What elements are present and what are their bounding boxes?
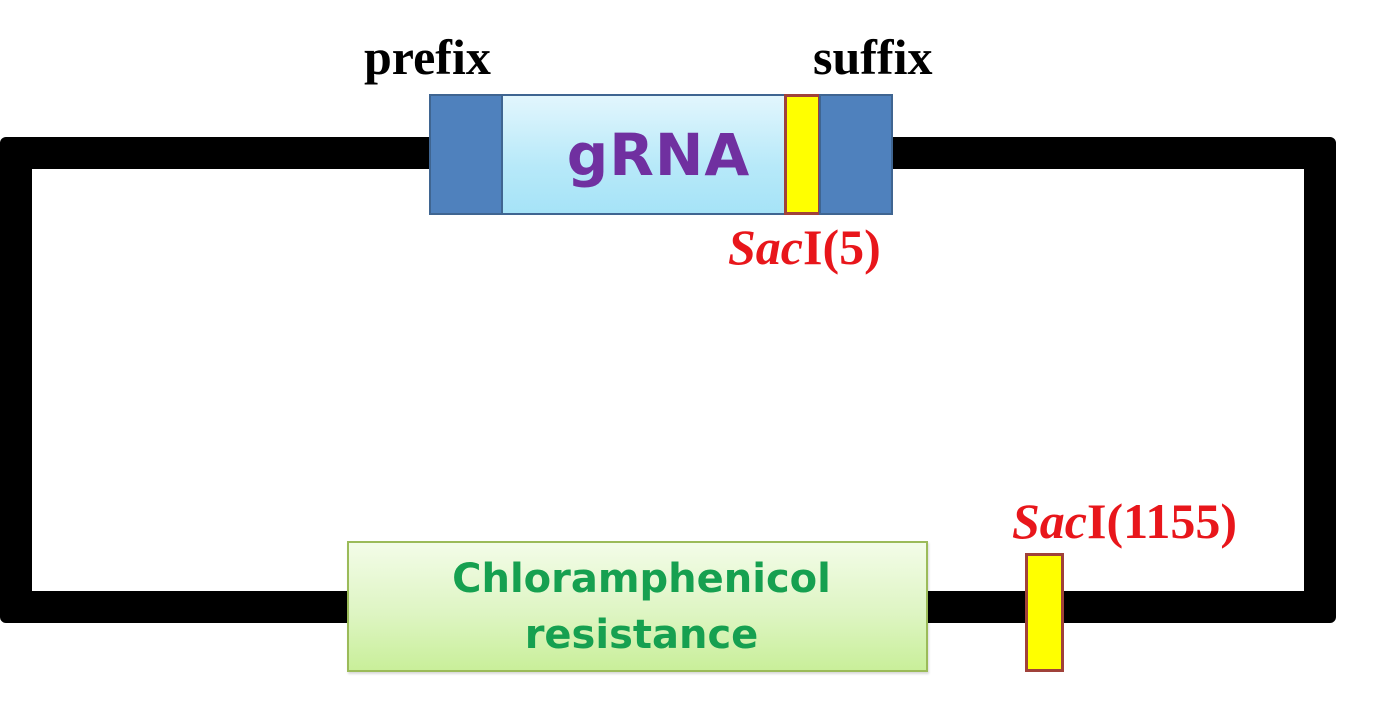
enzyme-name-suffix: I [1087, 493, 1107, 549]
saci-site-5-marker [784, 94, 821, 215]
suffix-block [819, 94, 893, 215]
saci-site-5-label: SacI(5) [728, 222, 881, 272]
saci-site-1155-marker [1025, 553, 1064, 672]
grna-label: gRNA [566, 120, 751, 189]
site-position: (1155) [1106, 493, 1238, 549]
suffix-label: suffix [813, 29, 933, 85]
enzyme-name-suffix: I [803, 219, 823, 275]
prefix-block [429, 94, 503, 215]
prefix-label: prefix [364, 29, 491, 85]
enzyme-name-italic: Sac [728, 219, 803, 275]
site-position: (5) [822, 219, 881, 275]
chloramphenicol-resistance-box: Chloramphenicol resistance [347, 541, 928, 672]
marker-line-2: resistance [524, 611, 759, 658]
marker-line-1: Chloramphenicol [452, 555, 831, 602]
saci-site-1155-label: SacI(1155) [1012, 496, 1237, 546]
enzyme-name-italic: Sac [1012, 493, 1087, 549]
